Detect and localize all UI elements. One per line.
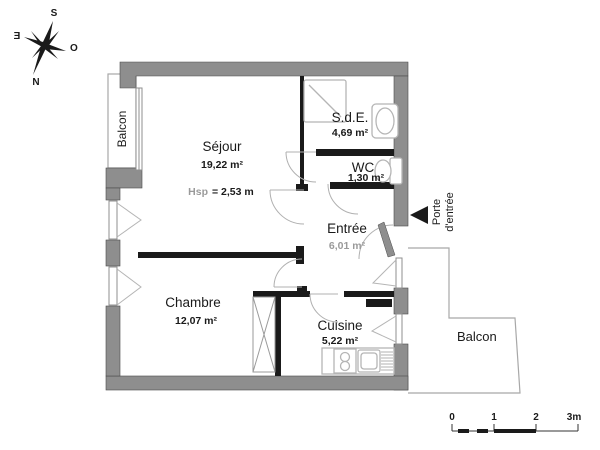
room-area-sejour: 19,22 m²: [201, 159, 244, 171]
sink-icon: [371, 103, 399, 139]
ceiling-height-value: = 2,53 m: [212, 186, 254, 198]
room-label-entree: Entrée: [327, 221, 367, 236]
entrance-door-label-1: Porte: [431, 199, 443, 225]
entrance-door-leaf: [377, 221, 396, 258]
toilet-icon: [374, 157, 403, 185]
balcony-right: Balcon: [408, 247, 521, 394]
room-area-sde: 4,69 m²: [332, 127, 369, 139]
room-area-chambre: 12,07 m²: [175, 315, 218, 327]
drainboard-hatch: [381, 351, 393, 371]
compass-rose-icon: S O N Ǝ: [14, 8, 78, 88]
entrance-door-label-2: d'entrée: [444, 192, 456, 231]
scale-tick-1: 1: [491, 412, 497, 423]
fixtures: [252, 79, 403, 375]
scale-tick-3: 3m: [567, 412, 582, 423]
kitchen-sink-icon: [357, 349, 381, 373]
closet-symbol: [252, 296, 276, 373]
balcony-right-label: Balcon: [457, 329, 497, 344]
compass-west-label: O: [70, 43, 78, 54]
room-label-cuisine: Cuisine: [317, 318, 362, 333]
kitchen-counter: [321, 347, 395, 375]
entrance-arrow-icon: [410, 206, 428, 224]
room-area-cuisine: 5,22 m²: [322, 335, 359, 347]
room-label-sejour: Séjour: [202, 139, 242, 154]
compass-north-label: N: [32, 77, 39, 88]
door-swings: [269, 151, 394, 323]
room-label-chambre: Chambre: [165, 295, 221, 310]
room-label-wc: WC: [352, 160, 375, 175]
scale-bar: 0 1 2 3m: [449, 412, 581, 433]
windows: [108, 87, 403, 345]
room-area-wc: 1,30 m²: [348, 172, 385, 184]
scale-tick-2: 2: [533, 412, 539, 423]
scale-tick-0: 0: [449, 412, 455, 423]
interior-walls: [138, 76, 394, 376]
stove-icon: [333, 348, 357, 374]
entrance-annotation: Porte d'entrée: [410, 192, 456, 232]
compass-south-label: S: [51, 8, 58, 19]
balcony-left-label: Balcon: [115, 111, 129, 148]
compass-east-label: Ǝ: [14, 31, 21, 42]
room-labels: Séjour 19,22 m² Hsp = 2,53 m Chambre 12,…: [165, 110, 384, 347]
ceiling-height-label: Hsp: [188, 186, 208, 198]
shower-icon: [303, 79, 347, 123]
room-area-entree: 6,01 m²: [329, 240, 366, 252]
room-label-sde: S.d.E.: [332, 110, 369, 125]
